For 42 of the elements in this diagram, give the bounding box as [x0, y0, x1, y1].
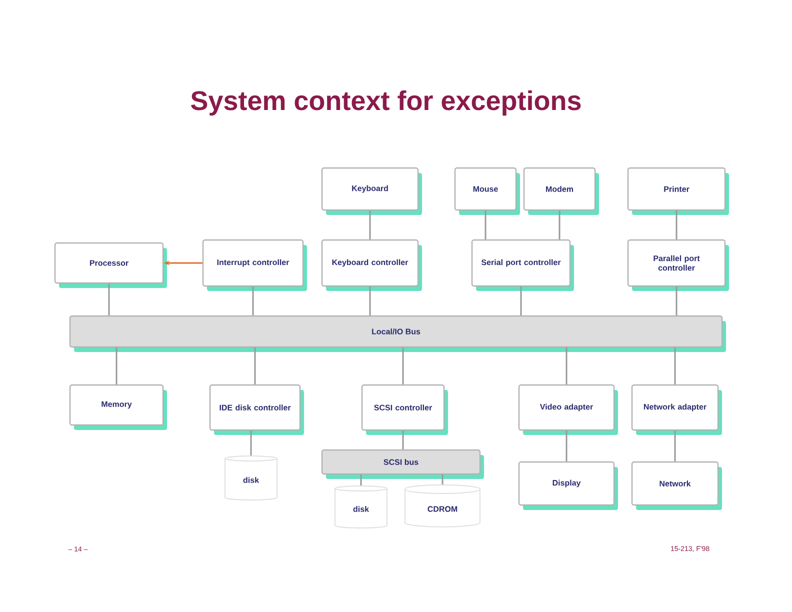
component-box: SCSI controller	[361, 384, 448, 435]
component-box: Display	[518, 461, 618, 510]
component-box: Keyboard controller	[321, 239, 422, 291]
component-box: Printer	[627, 167, 729, 215]
component-box: Network	[631, 461, 722, 510]
component-box: Video adapter	[518, 384, 618, 435]
bus-bar: Local/IO Bus	[69, 315, 726, 352]
disk-cylinder: CDROM	[404, 484, 480, 528]
disk-cylinder: disk	[334, 486, 388, 528]
connector-line	[108, 284, 110, 316]
connector-line	[402, 430, 404, 450]
component-box: Network adapter	[631, 384, 722, 435]
connector-line	[360, 474, 362, 486]
component-box: Interrupt controller	[202, 239, 307, 291]
connector-line	[558, 210, 560, 240]
title: System context for exceptions	[190, 90, 581, 116]
component-box: Memory	[69, 384, 167, 430]
connector-line	[442, 474, 444, 484]
connector-line	[250, 430, 252, 456]
connector-line	[252, 286, 254, 316]
component-box: Parallel port controller	[627, 239, 729, 291]
connector-line	[566, 430, 568, 462]
connector-line	[254, 348, 256, 384]
connector-line	[676, 286, 678, 316]
connector-line	[520, 286, 522, 316]
component-box: Mouse	[454, 167, 520, 215]
connector-line	[674, 430, 676, 462]
connector-line	[402, 348, 404, 384]
component-box: Modem	[523, 167, 599, 215]
component-box: Keyboard	[321, 167, 422, 215]
disk-cylinder: disk	[224, 456, 278, 500]
connector-line	[369, 210, 371, 240]
component-box: Serial port controller	[471, 239, 574, 291]
connector-line	[566, 348, 568, 384]
connector-line	[676, 210, 678, 240]
bus-bar: SCSI bus	[321, 449, 484, 479]
connector-line	[369, 286, 371, 316]
connector-line	[484, 210, 486, 240]
connector-line	[116, 348, 118, 384]
component-box: IDE disk controller	[209, 384, 304, 435]
component-box: Processor	[54, 242, 167, 288]
connector-line	[674, 348, 676, 384]
